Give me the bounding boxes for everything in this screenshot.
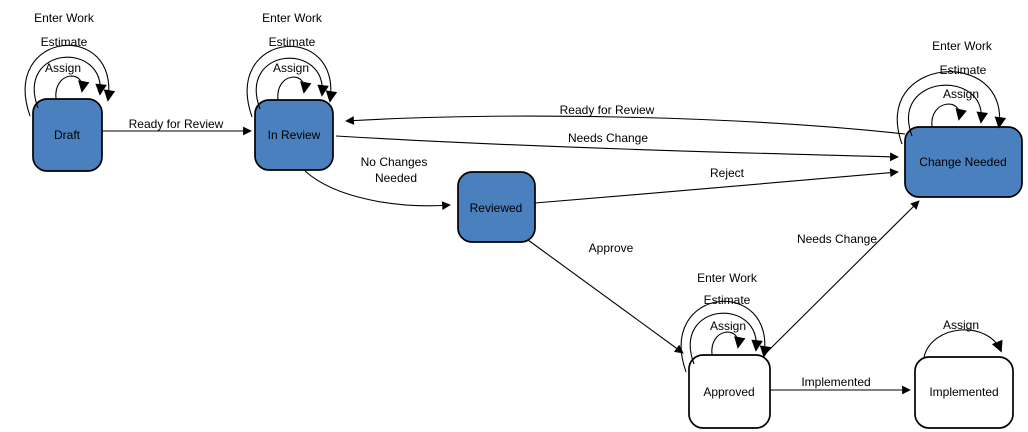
self-loop-label: Assign bbox=[943, 318, 979, 332]
self-loops-change-needed: Enter Work Estimate Assign bbox=[896, 39, 1007, 145]
transition-label: Reject bbox=[710, 166, 745, 180]
transition-draft-to-in-review: Ready for Review bbox=[102, 117, 252, 136]
transition-change-needed-to-in-review: Ready for Review bbox=[345, 103, 906, 135]
transition-approved-to-change-needed: Needs Change bbox=[766, 200, 920, 353]
self-loop-label: Assign bbox=[273, 61, 309, 75]
self-loop-label: Assign bbox=[710, 319, 746, 333]
transition-arrow bbox=[527, 239, 684, 354]
self-loop-arc-estimate bbox=[689, 312, 763, 365]
self-loop-label: Enter Work bbox=[34, 11, 95, 25]
state-approved-box[interactable] bbox=[688, 354, 771, 429]
transition-reviewed-to-approved: Approve bbox=[527, 239, 684, 354]
self-loop-label: Assign bbox=[45, 61, 81, 75]
transition-label: No Changes bbox=[361, 155, 428, 169]
transition-in-review-to-change-needed: Needs Change bbox=[335, 131, 899, 162]
self-loop-arc-assign bbox=[931, 103, 967, 128]
self-loop-label: Enter Work bbox=[262, 11, 323, 25]
transition-arrow bbox=[345, 115, 906, 135]
transition-arrow bbox=[304, 170, 451, 210]
self-loops-in-review: Enter Work Estimate Assign bbox=[246, 11, 338, 118]
state-approved-label: Approved bbox=[703, 385, 754, 399]
self-loops-implemented: Assign bbox=[923, 318, 1003, 358]
transition-arrow bbox=[534, 168, 899, 204]
self-loops-draft: Enter Work Estimate Assign bbox=[24, 11, 116, 117]
state-draft-box[interactable] bbox=[32, 98, 103, 172]
state-change-needed-box[interactable] bbox=[904, 126, 1023, 198]
state-in-review-label: In Review bbox=[268, 128, 321, 142]
transition-label: Ready for Review bbox=[560, 103, 655, 117]
self-loop-label: Enter Work bbox=[932, 39, 993, 53]
transition-label: Approve bbox=[589, 241, 634, 255]
self-loop-arc-enter-work bbox=[680, 300, 772, 373]
state-implemented-label: Implemented bbox=[929, 385, 998, 399]
transition-approved-to-implemented: Implemented bbox=[770, 375, 911, 395]
self-loop-arc-assign bbox=[55, 75, 90, 100]
transition-label: Implemented bbox=[801, 375, 870, 389]
transition-reviewed-to-change-needed: Reject bbox=[534, 166, 899, 204]
self-loop-arc-enter-work bbox=[896, 71, 1007, 145]
transition-arrow bbox=[766, 200, 920, 353]
transition-label: Needed bbox=[375, 171, 417, 185]
self-loop-arc-enter-work bbox=[24, 44, 116, 117]
self-loop-label: Assign bbox=[943, 87, 979, 101]
self-loop-label: Estimate bbox=[269, 35, 316, 49]
self-loop-arc-estimate bbox=[255, 57, 329, 110]
transition-arrow bbox=[335, 135, 899, 162]
self-loop-label: Estimate bbox=[940, 63, 987, 77]
self-loop-arc-estimate bbox=[33, 56, 107, 109]
state-change-needed-label: Change Needed bbox=[919, 155, 1006, 169]
self-loop-arc-assign bbox=[711, 331, 746, 356]
state-implemented-box[interactable] bbox=[914, 356, 1014, 429]
transition-label: Needs Change bbox=[568, 131, 648, 145]
self-loop-label: Estimate bbox=[41, 35, 88, 49]
state-reviewed-label: Reviewed bbox=[470, 201, 523, 215]
self-loop-label: Enter Work bbox=[697, 271, 758, 285]
state-draft-label: Draft bbox=[54, 128, 81, 142]
self-loop-arc-enter-work bbox=[246, 45, 338, 118]
state-in-review-box[interactable] bbox=[254, 99, 334, 171]
transition-in-review-to-reviewed: No Changes Needed bbox=[304, 155, 451, 210]
self-loop-arc-assign bbox=[277, 76, 312, 101]
self-loops-approved: Enter Work Estimate Assign bbox=[680, 271, 772, 373]
self-loop-arc-assign bbox=[923, 329, 1003, 358]
transition-label: Needs Change bbox=[797, 232, 877, 246]
self-loop-label: Estimate bbox=[704, 293, 751, 307]
self-loop-arc-estimate bbox=[908, 84, 988, 137]
state-reviewed-box[interactable] bbox=[457, 171, 536, 243]
transition-label: Ready for Review bbox=[129, 117, 224, 131]
